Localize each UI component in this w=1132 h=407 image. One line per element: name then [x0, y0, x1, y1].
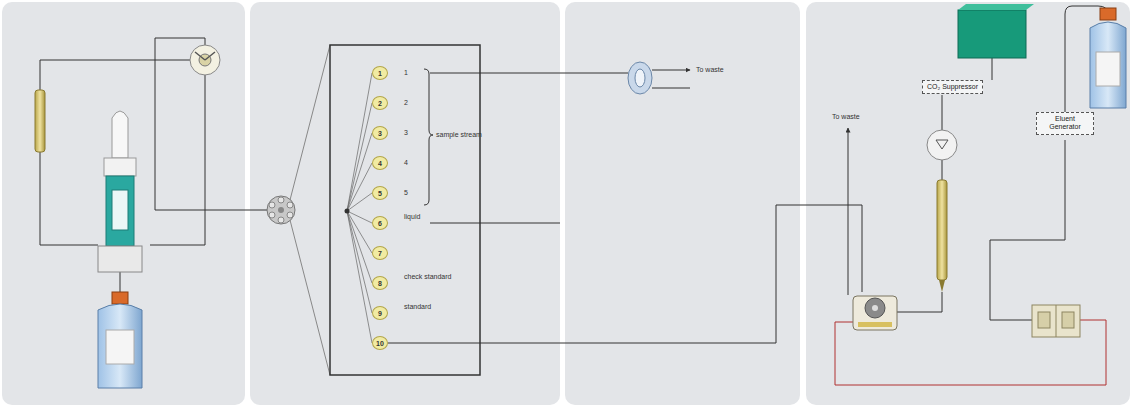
valve-position: 10 [372, 336, 388, 350]
node-text: 8 [378, 280, 382, 287]
waste-label: To waste [696, 65, 724, 75]
stream-number: 5 [404, 188, 408, 198]
sample-bottle [98, 292, 142, 388]
node-text: 10 [376, 340, 384, 347]
valve-position: 5 [372, 186, 388, 200]
group-label: sample stream [436, 130, 482, 140]
valve-position: 1 [372, 66, 388, 80]
autosampler-valve [853, 296, 897, 330]
node-text: 5 [378, 190, 382, 197]
valve-position: 2 [372, 96, 388, 110]
filter-device [628, 62, 690, 94]
node-text: 9 [378, 310, 382, 317]
valve-position: 4 [372, 156, 388, 170]
generator-box: Eluent Generator [1036, 112, 1094, 135]
conductivity-cell [927, 130, 957, 160]
node-text: 3 [378, 130, 382, 137]
valve-position-box [330, 45, 480, 375]
bracket [424, 69, 433, 205]
node-text: 2 [378, 100, 382, 107]
stream-number: 4 [404, 158, 408, 168]
stream-label: standard [404, 302, 431, 312]
eluent-pump [1032, 305, 1080, 337]
separation-column [937, 180, 947, 292]
stream-label: check standard [404, 272, 451, 282]
node-text: 7 [378, 250, 382, 257]
concentrator-column [35, 90, 45, 152]
stream-label: liquid [404, 212, 420, 222]
node-text: 4 [378, 160, 382, 167]
syringe-pump [98, 111, 142, 272]
stream-number: 3 [404, 128, 408, 138]
sample-prep [40, 38, 268, 300]
eluent-bottle [1090, 8, 1126, 108]
waste-label: To waste [832, 112, 860, 122]
node-text: 1 [378, 70, 382, 77]
stream-number: 1 [404, 68, 408, 78]
valve-position: 9 [372, 306, 388, 320]
rotary-valve [190, 45, 220, 75]
selector-valve [267, 45, 330, 375]
valve-fan-lines [345, 73, 373, 343]
valve-position: 8 [372, 276, 388, 290]
valve-position: 7 [372, 246, 388, 260]
node-text: 6 [378, 220, 382, 227]
valve-position: 6 [372, 216, 388, 230]
stream-number: 2 [404, 98, 408, 108]
detector-electronics [958, 4, 1034, 58]
stream-lines [388, 73, 862, 343]
suppressor-box: CO₂ Suppressor [922, 80, 983, 94]
node-text: Eluent Generator [1041, 115, 1089, 132]
valve-position: 3 [372, 126, 388, 140]
ic-lines [835, 6, 1108, 385]
node-text: CO₂ Suppressor [927, 83, 978, 91]
